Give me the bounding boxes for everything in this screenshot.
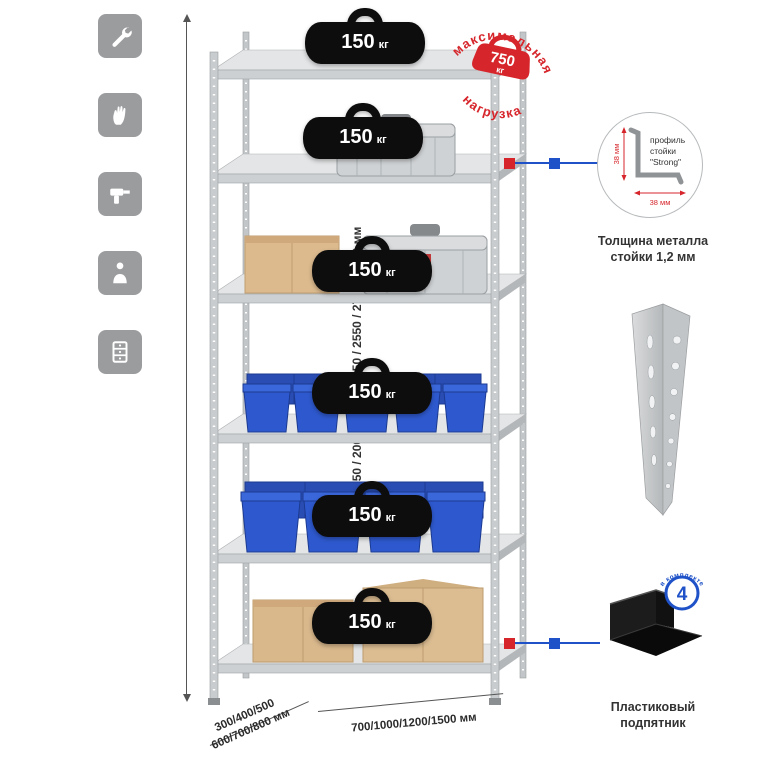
feature-icon-gloves [98,93,142,137]
load-value: 150 [341,31,375,53]
shelving-rack-illustration [208,31,527,705]
foot-marker-blue [549,638,560,649]
feature-icon-person [98,251,142,295]
load-unit: кг [385,389,396,401]
profile-marker-line2 [560,162,598,164]
rack-icon [112,341,128,363]
load-unit: кг [385,512,396,524]
foot-marker-line [515,642,549,644]
stamp-word-bottom: нагрузка [457,90,526,127]
kettlebell-handle [354,481,390,498]
kettlebell-handle [354,358,390,375]
blue-bins-shelf4 [242,373,488,433]
wrench-icon [112,27,132,47]
load-value: 150 [348,259,382,281]
load-value: 150 [348,611,382,633]
included-count-badge: 4 в комплекте [659,572,705,611]
height-dimension-line: 1600 / 1850 / 2000 / 2200 / 2350 / 2550 … [186,22,364,694]
gloves-icon [113,106,126,125]
angle-post-image [631,303,691,517]
foot-marker-red [504,638,515,649]
load-unit: кг [385,267,396,279]
included-count: 4 [677,584,688,605]
foot-caption: Пластиковый подпятник [583,700,723,731]
feature-icon-rack [98,330,142,374]
drill-icon [110,188,130,204]
max-load-stamp: максимальная нагрузка 750 кг [425,0,578,145]
stamp-value: 750 [488,49,516,71]
profile-label-2: стойки [650,146,676,156]
profile-label-1: профиль [650,135,686,145]
profile-dim-horizontal: 38 мм [650,198,671,207]
foot-caption-line2: подпятник [620,715,686,730]
feature-icon-drill [98,172,142,216]
profile-detail-circle: 38 мм 38 мм профиль стойки "Strong" [597,112,703,218]
profile-label-3: "Strong" [650,157,681,167]
person-icon [113,262,127,284]
profile-dim-vertical: 38 мм [612,144,621,165]
profile-caption-line1: Толщина металла [597,234,709,248]
load-unit: кг [376,134,387,146]
max-load-stamp-graphic: максимальная нагрузка 750 кг [447,17,563,127]
load-unit: кг [378,39,389,51]
svg-text:нагрузка: нагрузка [457,90,526,127]
kettlebell-handle [354,236,390,253]
width-dimension-label: 700/1000/1200/1500 мм [350,711,478,735]
profile-marker-red [504,158,515,169]
rack-back-posts [242,31,527,679]
kettlebell-handle [347,8,383,25]
feature-icon-wrench [98,14,142,58]
stamp-unit: кг [495,64,505,75]
profile-marker-blue [549,158,560,169]
profile-caption: Толщина металла стойки 1,2 мм [583,234,723,265]
kettlebell-handle [354,588,390,605]
profile-caption-line2: стойки 1,2 мм [610,249,696,264]
plastic-foot-image [609,589,703,656]
profile-detail-graphic: 38 мм 38 мм профиль стойки "Strong" [612,127,686,207]
load-value: 150 [348,504,382,526]
load-value: 150 [339,126,373,148]
foot-caption-line1: Пластиковый [610,700,696,714]
profile-marker-line [515,162,549,164]
foot-marker-line2 [560,642,600,644]
load-unit: кг [385,619,396,631]
kettlebell-handle [345,103,381,120]
load-value: 150 [348,381,382,403]
